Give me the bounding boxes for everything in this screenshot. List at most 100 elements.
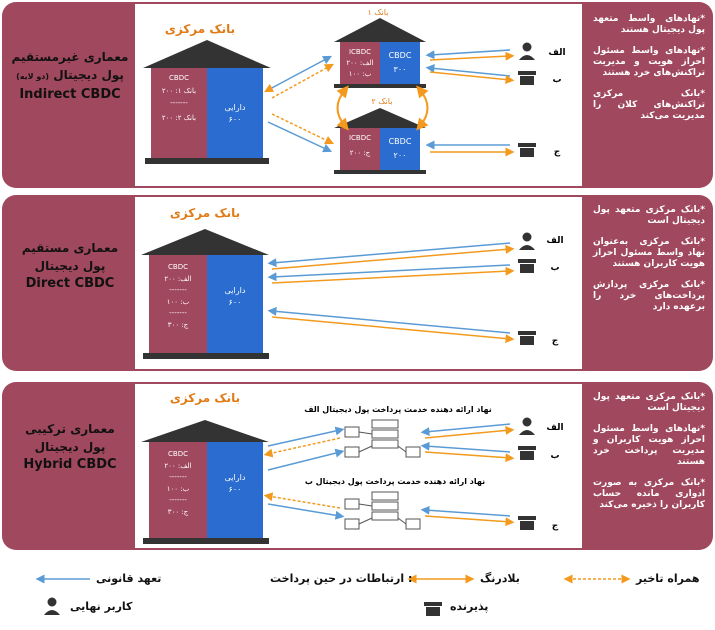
- indirect-central-right: [207, 68, 263, 158]
- user-icon: [519, 42, 535, 60]
- direct-central-cbdc: CBDC: [168, 263, 188, 271]
- note: *بانک مرکزی متعهد پول دیجیتال است: [593, 392, 705, 413]
- indirect-bank1-label: بانک ۱: [368, 8, 389, 17]
- legend-delayed: همراه تاخیر: [636, 572, 700, 585]
- indirect-notes: *نهادهای واسط متعهد پول دیجیتال هستند *ن…: [593, 14, 705, 132]
- bank1-left: [340, 42, 380, 84]
- user-icon: [519, 232, 535, 250]
- direct-central-assets-val: ۶۰۰: [229, 298, 242, 307]
- direct-central-line-5: ج: ۳۰۰: [168, 321, 189, 329]
- direct-notes: *بانک مرکزی متعهد پول دیجیتال است *بانک …: [593, 205, 705, 323]
- legend-graphics: [35, 574, 631, 616]
- indirect-title-en: Indirect CBDC: [19, 87, 121, 102]
- user-label-b: ب: [550, 451, 559, 461]
- bank1-icbdc-line-1: الف: ۲۰۰: [346, 59, 373, 67]
- hybrid-central-right: [207, 442, 263, 538]
- legend-legal-claim: تعهد قانونی: [96, 572, 162, 585]
- indirect-title-fa1: معماری غیرمستقیم: [11, 50, 129, 64]
- direct-title-en: Direct CBDC: [25, 276, 115, 291]
- indirect-central-left: [151, 68, 207, 158]
- hybrid-central-bank-label: بانک مرکزی: [170, 391, 240, 405]
- user-label-a: الف: [546, 236, 563, 246]
- direct-title: معماری مستقیم پول دیجیتال Direct CBDC: [10, 239, 130, 293]
- indirect-central-assets: دارایی: [225, 103, 246, 112]
- bank1-cbdc-val: ۳۰۰: [394, 65, 407, 74]
- legend-merchant: پذیرنده: [450, 600, 489, 613]
- bank1-right: [380, 42, 420, 84]
- note: *بانک مرکزی متعهد پول دیجیتال است: [593, 205, 705, 226]
- shop-icon: [518, 331, 536, 345]
- note: *بانک مرکزی به صورت ادواری مانده حساب کا…: [593, 478, 705, 510]
- note: *بانک مرکزی به‌عنوان نهاد واسط مسئول احر…: [593, 237, 705, 269]
- legend-payment-links: : ارتباطات در حین پرداخت: [270, 572, 413, 585]
- direct-diagram: بانک مرکزی CBDC الف: ۲۰۰ ------- ب: ۱۰۰ …: [141, 206, 564, 359]
- direct-title-fa2: پول دیجیتال: [34, 259, 106, 273]
- indirect-diagram: بانک مرکزی CBDC بانک ۱: ۲۰۰ ------- بانک…: [143, 8, 566, 174]
- direct-central-right: [207, 255, 263, 353]
- user-label-a: الف: [546, 423, 563, 433]
- indirect-central-line-1: بانک ۱: ۲۰۰: [162, 87, 196, 95]
- indirect-title-fa2b: (دو لایه): [16, 72, 50, 81]
- provider-b-servers-icon: [344, 491, 421, 530]
- bank1-roof: [334, 18, 426, 42]
- direct-central-line-2: -------: [169, 286, 187, 294]
- bank1-icbdc-line-2: ب: ۱۰۰: [349, 70, 372, 78]
- direct-central-line-1: الف: ۲۰۰: [164, 275, 191, 283]
- note: *نهادهای واسط مسئول احراز هویت و مدیریت …: [593, 46, 705, 78]
- hybrid-central-line-5: ج: ۳۰۰: [168, 508, 189, 516]
- hybrid-central-line-3: ب: ۱۰۰: [167, 485, 190, 493]
- legend-shop-icon: [424, 602, 442, 616]
- provider-a-label: نهاد ارائه دهنده خدمت پرداخت پول دیجیتال…: [304, 405, 492, 414]
- user-label-b: ب: [550, 263, 559, 273]
- shop-icon: [518, 143, 536, 157]
- hybrid-diagram: بانک مرکزی CBDC الف: ۲۰۰ ------- ب: ۱۰۰ …: [141, 391, 564, 544]
- user-label-c: ج: [554, 147, 561, 157]
- bank2-right: [380, 128, 420, 170]
- direct-central-left: [149, 255, 207, 353]
- direct-central-assets: دارایی: [225, 286, 246, 295]
- direct-central-roof: [141, 229, 269, 255]
- hybrid-central-roof: [141, 420, 269, 442]
- user-label-c: ج: [552, 521, 559, 531]
- hybrid-central-assets-val: ۶۰۰: [229, 485, 242, 494]
- note: *نهادهای واسط مسئول احراز هویت کاربران و…: [593, 424, 705, 467]
- bank2-icbdc: ICBDC: [349, 134, 371, 142]
- indirect-central-assets-val: ۶۰۰: [229, 115, 242, 124]
- direct-central-line-4: -------: [169, 309, 187, 317]
- shop-icon: [518, 516, 536, 530]
- legend-realtime: بلادرنگ: [480, 572, 520, 585]
- legend-end-user: کاربر نهایی: [70, 600, 133, 613]
- hybrid-central-cbdc: CBDC: [168, 450, 188, 458]
- user-label-c: ج: [552, 336, 559, 346]
- note: *بانک مرکزی پردازش پرداخت‌های خرد را برع…: [593, 280, 705, 312]
- indirect-title: معماری غیرمستقیم پول دیجیتال (دو لایه) I…: [10, 48, 130, 104]
- hybrid-title: معماری ترکیبی پول دیجیتال Hybrid CBDC: [10, 420, 130, 474]
- shop-icon: [518, 446, 536, 460]
- panel-hybrid: معماری ترکیبی پول دیجیتال Hybrid CBDC با…: [0, 380, 715, 552]
- bank2-roof: [334, 108, 426, 128]
- hybrid-central-line-1: الف: ۲۰۰: [164, 462, 191, 470]
- user-label-a: الف: [548, 48, 565, 58]
- indirect-central-roof: [143, 40, 271, 68]
- indirect-central-cbdc: CBDC: [169, 74, 189, 82]
- panel-direct: معماری مستقیم پول دیجیتال Direct CBDC با…: [0, 193, 715, 373]
- hybrid-central-line-2: -------: [169, 473, 187, 481]
- hybrid-central-assets: دارایی: [225, 473, 246, 482]
- direct-central-bank-label: بانک مرکزی: [170, 206, 240, 220]
- indirect-bank2-label: بانک ۲: [372, 97, 393, 106]
- panel-indirect: معماری غیرمستقیم پول دیجیتال (دو لایه) I…: [0, 0, 715, 190]
- user-label-b: ب: [552, 75, 561, 85]
- note: *بانک مرکزی تراکنش‌های کلان را مدیریت می…: [593, 89, 705, 121]
- direct-central-line-3: ب: ۱۰۰: [167, 298, 190, 306]
- indirect-central-line-3: بانک ۲: ۲۰۰: [162, 114, 196, 122]
- user-icon: [519, 417, 535, 435]
- hybrid-notes: *بانک مرکزی متعهد پول دیجیتال است *نهاده…: [593, 392, 705, 521]
- bank2-left: [340, 128, 380, 170]
- bank2-cbdc: CBDC: [389, 137, 412, 146]
- indirect-title-fa2: پول دیجیتال: [53, 68, 124, 82]
- legend-user-icon: [44, 597, 60, 615]
- direct-title-fa1: معماری مستقیم: [21, 241, 119, 255]
- shop-icon: [518, 71, 536, 85]
- provider-b-label: نهاد ارائه دهنده خدمت پرداخت پول دیجیتال…: [305, 477, 485, 486]
- bank1-icbdc: ICBDC: [349, 48, 371, 56]
